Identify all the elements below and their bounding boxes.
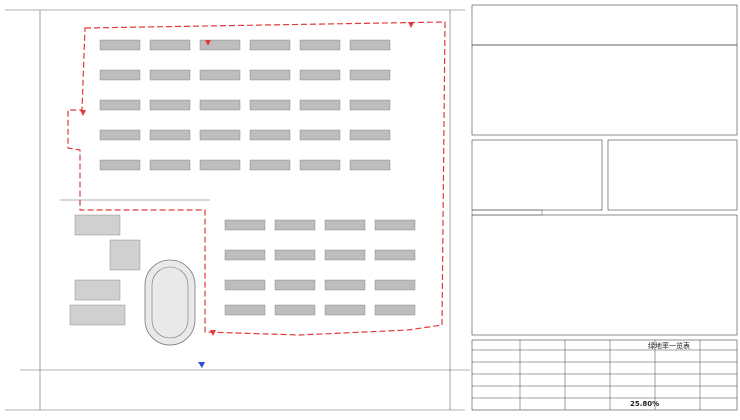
building-blocks	[99, 39, 416, 316]
running-track	[144, 259, 196, 346]
legend-box	[471, 4, 738, 46]
red-markers	[80, 22, 414, 336]
mid-table-right	[607, 139, 738, 211]
site-plan	[5, 9, 470, 411]
notes-box	[471, 44, 738, 136]
school-buildings	[69, 214, 141, 326]
blue-accent	[198, 362, 205, 368]
site-boundary	[67, 21, 446, 336]
site-plan-svg	[5, 9, 470, 411]
tables-svg	[471, 4, 738, 411]
top-left-mini-table	[471, 209, 543, 216]
tables-panel: 绿地率一览表 25.80%	[470, 0, 740, 416]
greening-table-title: 绿地率一览表	[648, 342, 690, 350]
road-lines	[5, 9, 470, 411]
greening-table	[471, 339, 738, 411]
mid-table-left	[471, 139, 603, 211]
main-table	[471, 214, 738, 336]
greening-total-value: 25.80%	[630, 400, 660, 408]
